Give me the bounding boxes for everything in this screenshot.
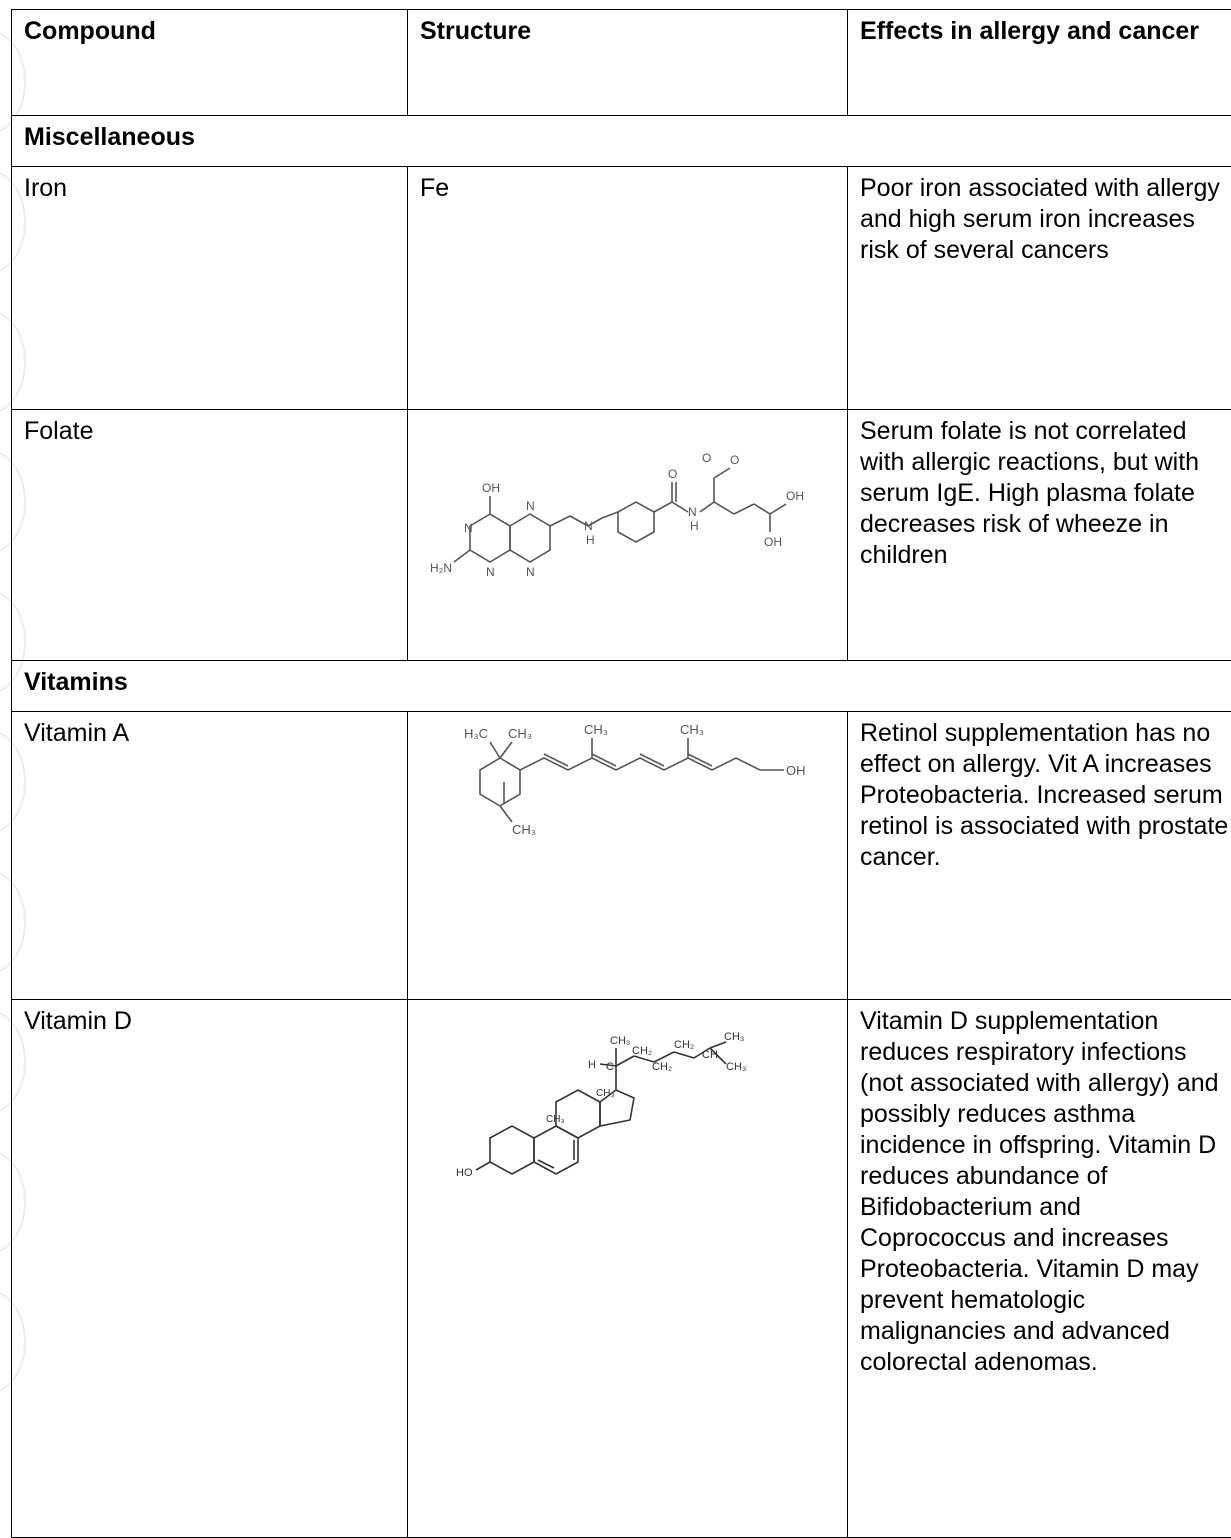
atom-label: H xyxy=(588,1059,596,1071)
atom-label: H₂N xyxy=(430,561,452,575)
atom-label: CH₂ xyxy=(632,1045,652,1057)
atom-label: O xyxy=(730,453,739,467)
section-title-miscellaneous: Miscellaneous xyxy=(12,116,1231,167)
atom-label: CH₃ xyxy=(610,1035,630,1047)
structure-formula: Fe xyxy=(408,167,848,410)
header-structure: Structure xyxy=(408,10,848,116)
table-row: Vitamin A xyxy=(12,712,1231,1000)
atom-label: CH₃ xyxy=(546,1114,565,1125)
section-title-vitamins: Vitamins xyxy=(12,661,1231,712)
compound-name: Vitamin A xyxy=(12,712,408,1000)
atom-label: N xyxy=(486,565,495,579)
atom-label: O xyxy=(702,451,711,465)
atom-label: CH₃ xyxy=(512,822,536,837)
table-header-row: Compound Structure Effects in allergy an… xyxy=(12,10,1231,116)
atom-label: CH₃ xyxy=(508,726,532,741)
atom-label: N xyxy=(526,499,535,513)
atom-label: OH xyxy=(764,535,782,549)
atom-label: OH xyxy=(482,481,500,495)
atom-label: N xyxy=(688,505,697,519)
compound-name: Vitamin D xyxy=(12,1000,408,1538)
section-row: Miscellaneous xyxy=(12,116,1231,167)
section-row: Vitamins xyxy=(12,661,1231,712)
effects-text: Retinol supplementation has no effect on… xyxy=(848,712,1231,1000)
atom-label: N xyxy=(584,519,593,533)
header-effects: Effects in allergy and cancer xyxy=(848,10,1231,116)
atom-label: CH₂ xyxy=(652,1061,672,1073)
atom-label: H xyxy=(586,533,595,547)
atom-label: CH₃ xyxy=(596,1088,615,1099)
atom-label: OH xyxy=(786,489,804,503)
header-compound: Compound xyxy=(12,10,408,116)
effects-text: Poor iron associated with allergy and hi… xyxy=(848,167,1231,410)
atom-label: CH₃ xyxy=(724,1031,744,1043)
atom-label: CH xyxy=(702,1049,718,1061)
structure-cell: OH N N N N H₂N N H O N H O OH OH O xyxy=(408,410,848,661)
atom-label: CH₃ xyxy=(726,1061,746,1073)
folate-structure-image: OH N N N N H₂N N H O N H O OH OH O xyxy=(420,416,836,616)
effects-text: Vitamin D supplementation reduces respir… xyxy=(848,1000,1231,1538)
atom-label: H xyxy=(690,519,699,533)
atom-label: CH₃ xyxy=(584,722,608,737)
atom-label: N xyxy=(464,521,473,535)
atom-label: CH₃ xyxy=(680,722,704,737)
table-row: Iron Fe Poor iron associated with allerg… xyxy=(12,167,1231,410)
structure-cell: H₃C CH₃ CH₃ CH₃ CH₃ OH xyxy=(408,712,848,1000)
table-row: Vitamin D xyxy=(12,1000,1231,1538)
structure-cell: CH₃ H C CH₂ CH₂ CH₂ CH CH₃ CH₃ CH₃ CH₃ H… xyxy=(408,1000,848,1538)
table-row: Folate xyxy=(12,410,1231,661)
atom-label: O xyxy=(668,467,677,481)
atom-label: C xyxy=(606,1061,614,1073)
effects-text: Serum folate is not correlated with alle… xyxy=(848,410,1231,661)
atom-label: CH₂ xyxy=(674,1039,694,1051)
compound-name: Folate xyxy=(12,410,408,661)
compound-name: Iron xyxy=(12,167,408,410)
vitamin-a-structure-image: H₃C CH₃ CH₃ CH₃ CH₃ OH xyxy=(420,718,836,848)
atom-label: HO xyxy=(456,1167,473,1179)
compound-effects-table: Compound Structure Effects in allergy an… xyxy=(11,9,1231,1538)
atom-label: OH xyxy=(786,763,806,778)
atom-label: H₃C xyxy=(464,726,488,741)
atom-label: N xyxy=(526,565,535,579)
vitamin-d-structure-image: CH₃ H C CH₂ CH₂ CH₂ CH CH₃ CH₃ CH₃ CH₃ H… xyxy=(420,1006,836,1226)
